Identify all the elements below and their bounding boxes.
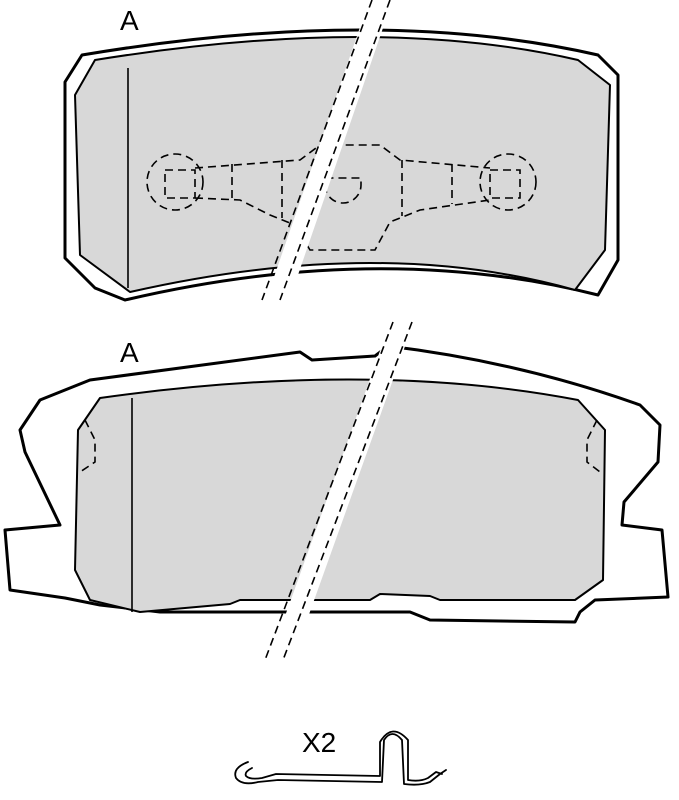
top-pad-hidden-features xyxy=(146,144,537,251)
top-pad-break-lines xyxy=(261,0,392,309)
top-brake-pad: A xyxy=(63,0,620,309)
top-pad-marker-label: A xyxy=(120,5,139,36)
bottom-pad-break-lines xyxy=(264,318,413,664)
clip-quantity-label: X2 xyxy=(302,727,336,758)
clip-wire-outer xyxy=(234,733,447,786)
bottom-pad-marker-label: A xyxy=(120,337,139,368)
clip-wire-inner xyxy=(244,730,443,782)
bottom-brake-pad: A xyxy=(3,318,670,664)
spring-clip: X2 xyxy=(234,727,447,786)
top-pad-friction-material xyxy=(74,36,611,293)
bottom-pad-hidden-features xyxy=(79,419,601,473)
